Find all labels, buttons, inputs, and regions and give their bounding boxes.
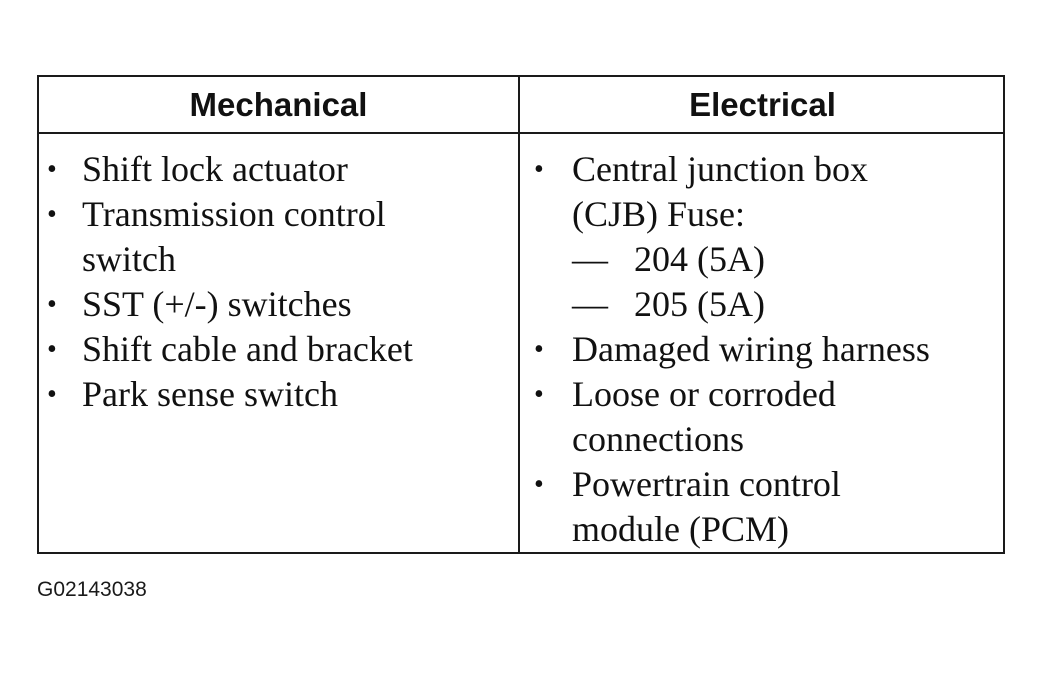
header-electrical: Electrical — [689, 85, 836, 123]
bullet-icon: • — [534, 469, 544, 500]
item-text: Transmission control switch — [82, 194, 386, 279]
fuse-item: — 205 (5A) — [520, 282, 1005, 327]
list-item: • Transmission control switch — [39, 192, 462, 282]
bullet-icon: • — [534, 379, 544, 410]
item-text: Powertrain control module (PCM) — [572, 464, 841, 549]
dash: — — [572, 239, 608, 279]
list-item: • Loose or corroded connections — [520, 372, 902, 462]
item-text: SST (+/-) switches — [82, 284, 352, 324]
item-text: Central junction box (CJB) Fuse: — [572, 149, 868, 234]
column-divider — [518, 77, 520, 552]
list-item: • SST (+/-) switches — [39, 282, 517, 327]
bullet-icon: • — [47, 334, 57, 365]
bullet-icon: • — [47, 289, 57, 320]
header-rule — [39, 132, 1003, 134]
electrical-list: • Central junction box (CJB) Fuse: — 204 … — [520, 147, 1005, 552]
item-text: Damaged wiring harness — [572, 329, 930, 369]
header-mechanical: Mechanical — [189, 85, 368, 123]
item-text: Loose or corroded connections — [572, 374, 836, 459]
bullet-icon: • — [47, 379, 57, 410]
item-text: Shift cable and bracket — [82, 329, 413, 369]
fuse-item: — 204 (5A) — [520, 237, 1005, 282]
fuse-text: 204 (5A) — [634, 239, 765, 279]
dash: — — [572, 284, 608, 324]
list-item: • Shift lock actuator — [39, 147, 517, 192]
bullet-icon: • — [534, 154, 544, 185]
bullet-icon: • — [47, 199, 57, 230]
bullet-icon: • — [534, 334, 544, 365]
figure-id: G02143038 — [37, 578, 147, 601]
diagnosis-table: Mechanical Electrical • Shift lock actua… — [37, 75, 1005, 554]
bullet-icon: • — [47, 154, 57, 185]
mechanical-list: • Shift lock actuator • Transmission con… — [39, 147, 517, 417]
item-text: Shift lock actuator — [82, 149, 348, 189]
list-item: • Central junction box (CJB) Fuse: — [520, 147, 912, 237]
list-item: • Damaged wiring harness — [520, 327, 1005, 372]
list-item: • Powertrain control module (PCM) — [520, 462, 922, 552]
list-item: • Shift cable and bracket — [39, 327, 517, 372]
fuse-text: 205 (5A) — [634, 284, 765, 324]
list-item: • Park sense switch — [39, 372, 517, 417]
item-text: Park sense switch — [82, 374, 338, 414]
